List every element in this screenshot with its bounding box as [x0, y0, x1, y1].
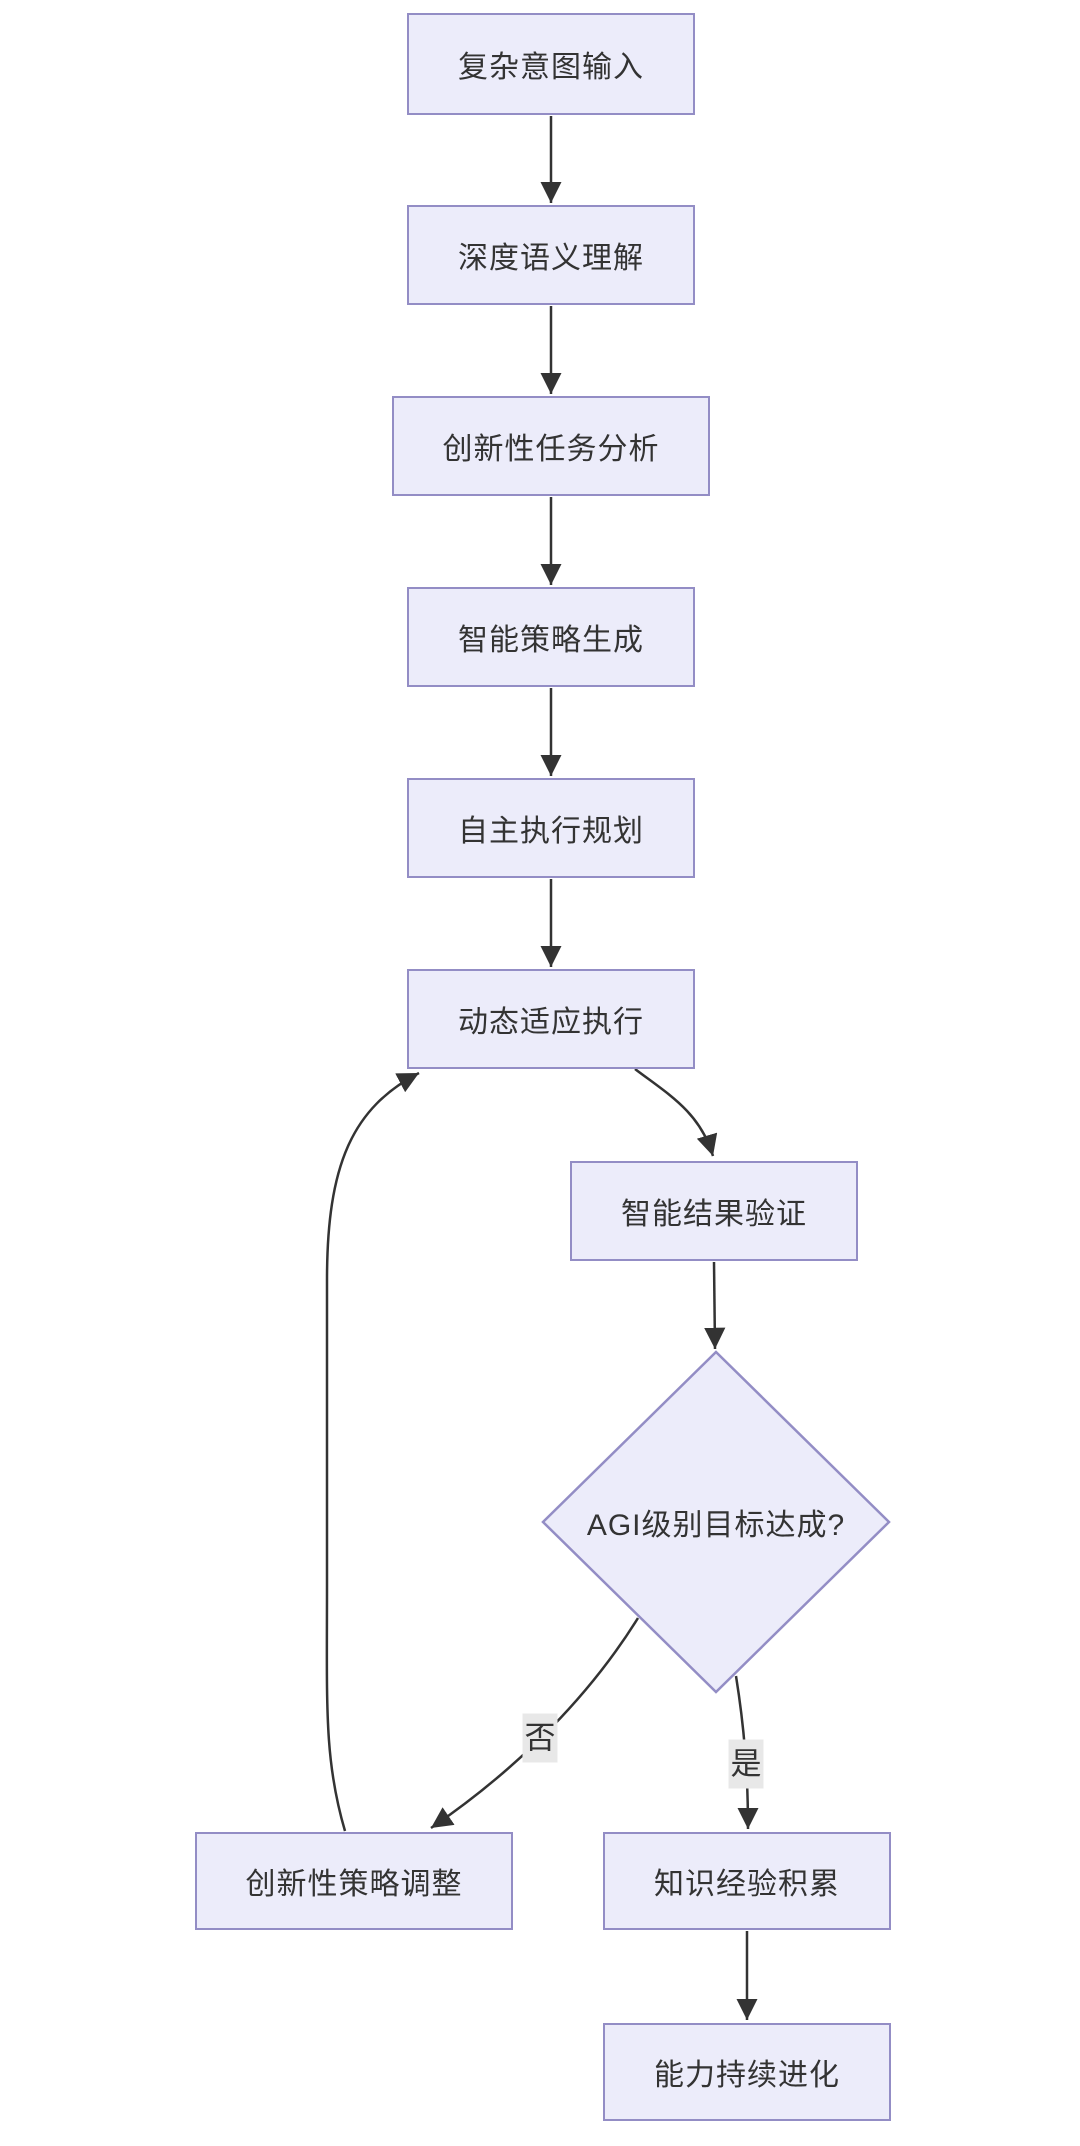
node-label: 智能结果验证 — [621, 1198, 807, 1231]
edge-verification-to-decision — [704, 1261, 726, 1350]
node-autonomous-execution-planning: 自主执行规划 — [407, 778, 695, 878]
node-innovative-strategy-adjustment: 创新性策略调整 — [195, 1832, 513, 1930]
node-label: 创新性策略调整 — [245, 1868, 463, 1901]
decision-diamond-shape — [541, 1350, 891, 1694]
node-dynamic-adaptive-execution: 动态适应执行 — [407, 969, 695, 1069]
edge-label-yes: 是 — [728, 1739, 764, 1789]
node-label: 创新性任务分析 — [442, 433, 660, 466]
node-intelligent-result-verification: 智能结果验证 — [570, 1161, 858, 1261]
node-complex-intent-input: 复杂意图输入 — [407, 13, 695, 115]
node-capability-continuous-evolution: 能力持续进化 — [603, 2023, 891, 2121]
node-label: 自主执行规划 — [458, 815, 644, 848]
node-label: 知识经验积累 — [654, 1868, 840, 1901]
node-innovative-task-analysis: 创新性任务分析 — [392, 396, 710, 496]
node-label: 深度语义理解 — [458, 242, 644, 275]
node-agi-goal-achieved-decision: AGI级别目标达成? — [566, 1490, 866, 1554]
node-knowledge-experience-accumulation: 知识经验积累 — [603, 1832, 891, 1930]
node-intelligent-strategy-generation: 智能策略生成 — [407, 587, 695, 687]
node-label: 能力持续进化 — [654, 2059, 840, 2092]
node-label: 动态适应执行 — [458, 1006, 644, 1039]
node-label: 智能策略生成 — [458, 624, 644, 657]
node-label: 复杂意图输入 — [458, 51, 644, 84]
node-label: AGI级别目标达成? — [586, 1509, 846, 1542]
edge-execution-to-verification — [634, 1068, 718, 1157]
node-deep-semantic-understanding: 深度语义理解 — [407, 205, 695, 305]
edge-adjustment-loop-to-execution — [325, 1071, 420, 1832]
edge-label-no: 否 — [522, 1713, 558, 1763]
